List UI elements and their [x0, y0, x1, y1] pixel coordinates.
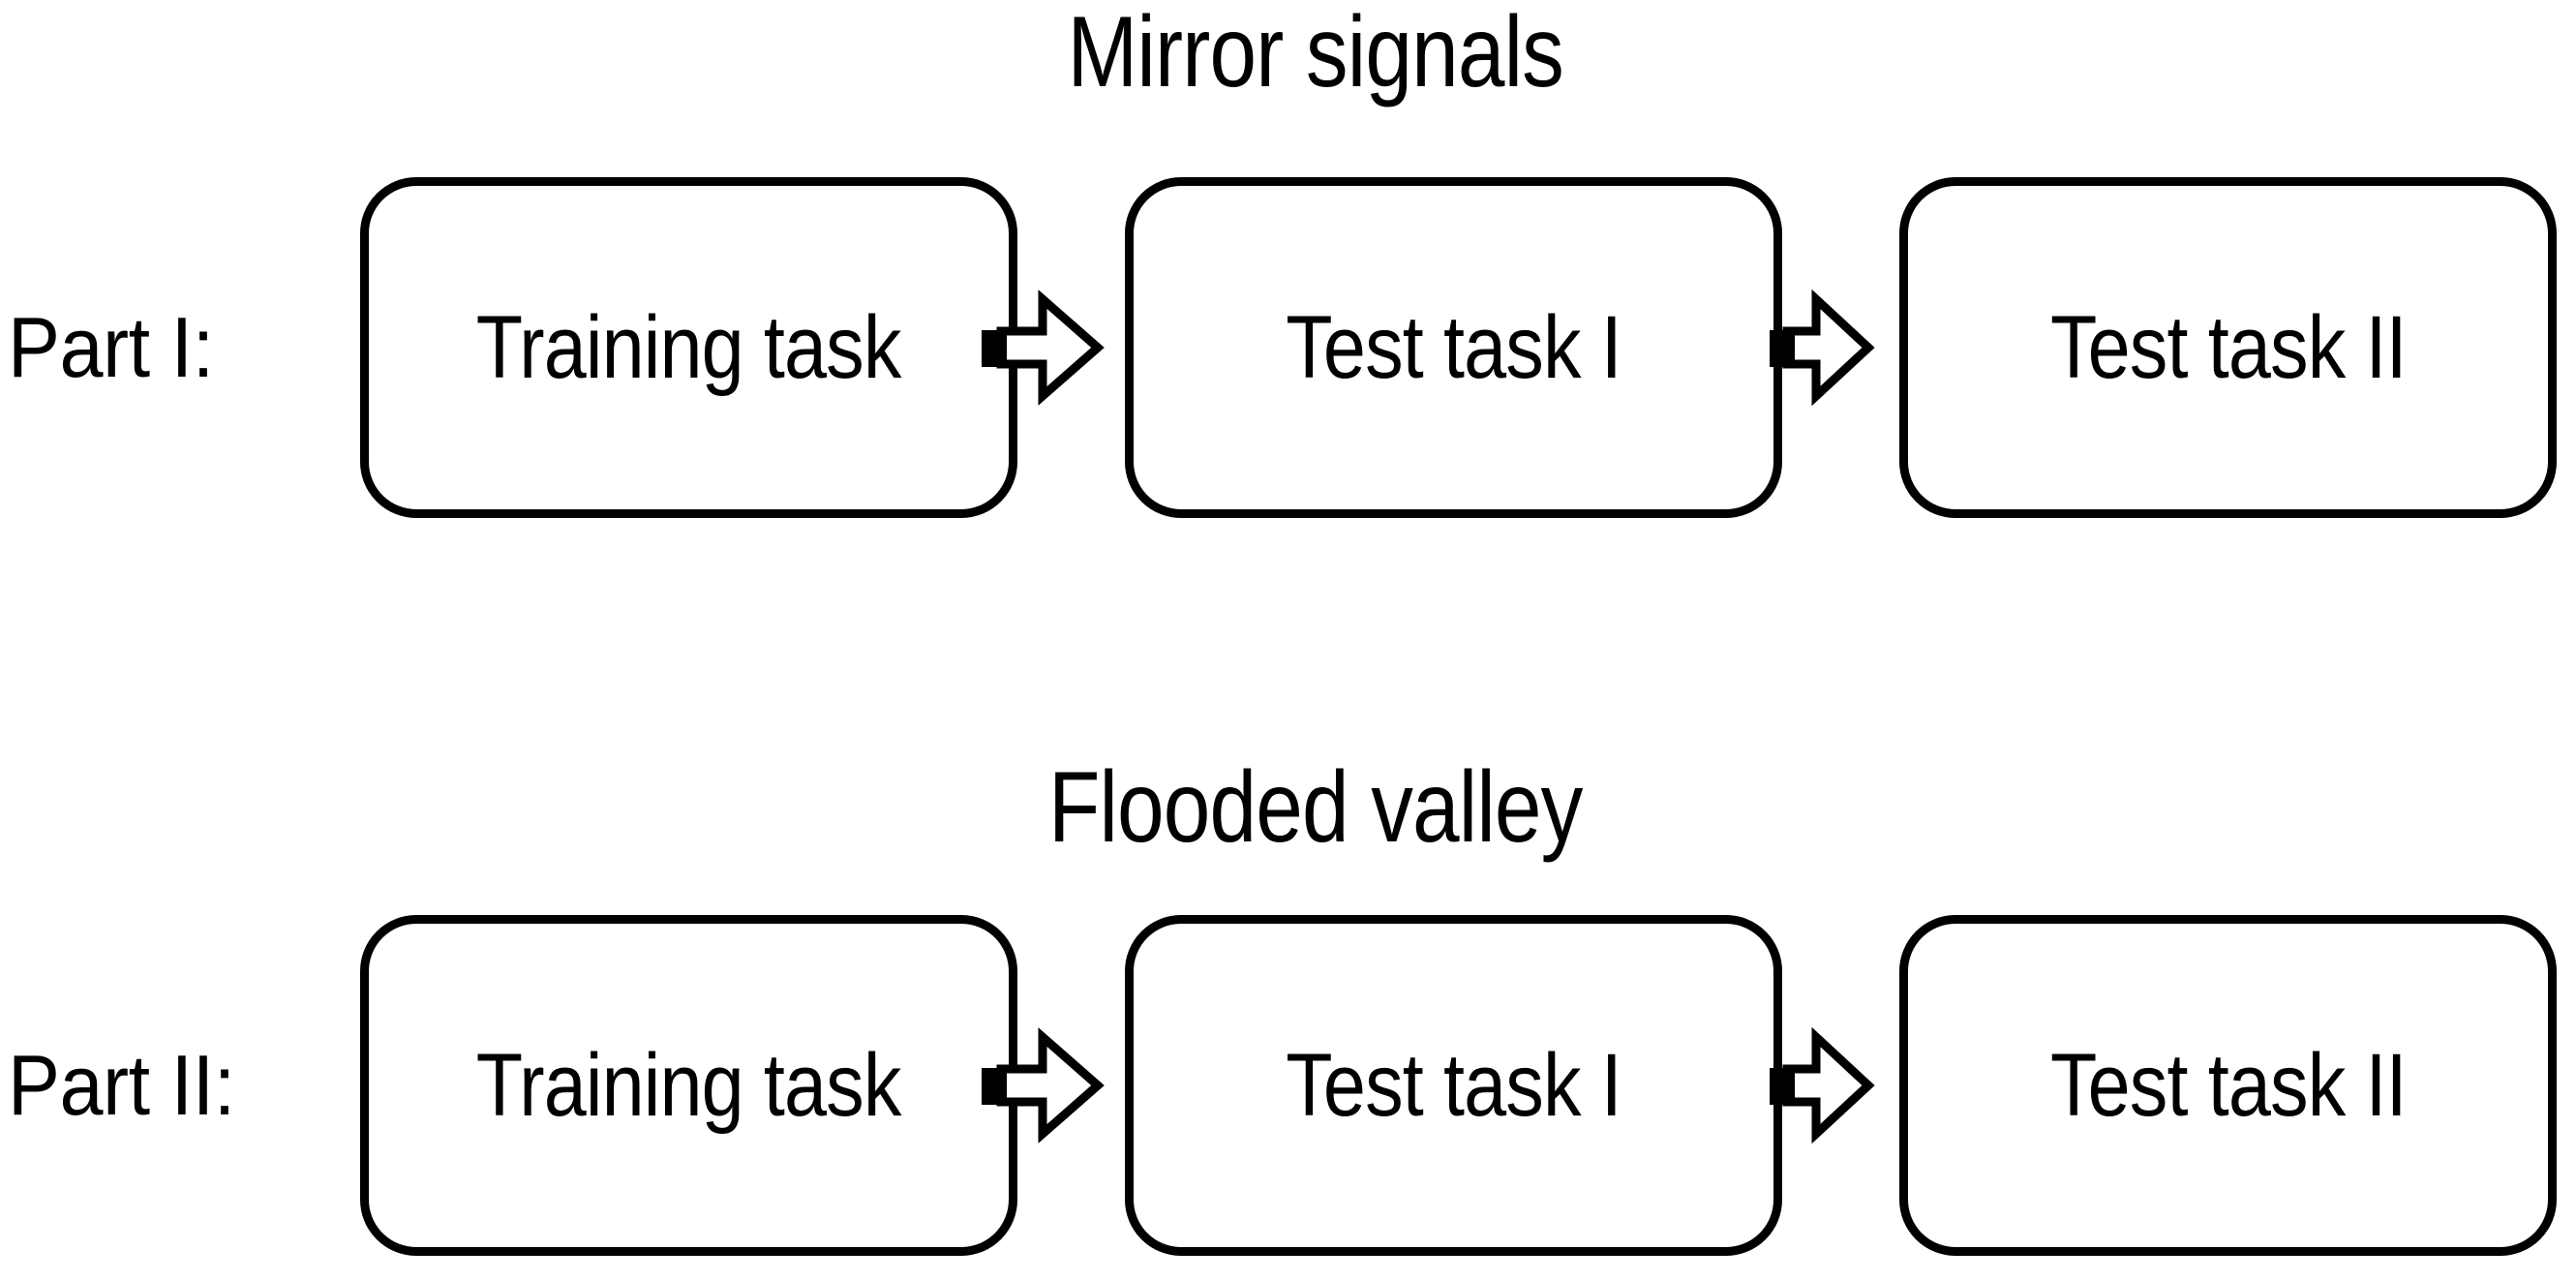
task-box-test-task-i-part-2[interactable]: Test task I [1125, 915, 1782, 1256]
arrow-training-to-test1-part-1 [982, 284, 1109, 412]
task-box-label: Test task II [2049, 1036, 2408, 1135]
task-box-label: Test task II [2049, 298, 2408, 397]
task-box-label: Training task [476, 298, 902, 397]
arrow-test1-to-test2-part-1 [1748, 284, 1876, 412]
task-box-test-task-i-part-1[interactable]: Test task I [1125, 177, 1782, 518]
task-box-label: Test task I [1286, 1036, 1622, 1135]
task-box-label: Test task I [1286, 298, 1622, 397]
arrow-training-to-test1-part-2 [982, 1022, 1109, 1149]
task-box-label: Training task [476, 1036, 902, 1135]
task-box-training-task-part-2[interactable]: Training task [360, 915, 1017, 1256]
arrow-test1-to-test2-part-2 [1748, 1022, 1876, 1149]
part-label-part-1: Part I: [8, 299, 214, 395]
task-box-training-task-part-1[interactable]: Training task [360, 177, 1017, 518]
task-box-test-task-ii-part-1[interactable]: Test task II [1899, 177, 2557, 518]
flow-row-part-2: Part II: Training task Test task I Test … [0, 915, 2576, 1256]
part-label-part-2: Part II: [8, 1037, 235, 1133]
flow-row-part-1: Part I: Training task Test task I [0, 177, 2576, 518]
task-box-test-task-ii-part-2[interactable]: Test task II [1899, 915, 2557, 1256]
section-title-flooded-valley: Flooded valley [1047, 751, 1583, 864]
section-title-mirror-signals: Mirror signals [1067, 0, 1563, 108]
